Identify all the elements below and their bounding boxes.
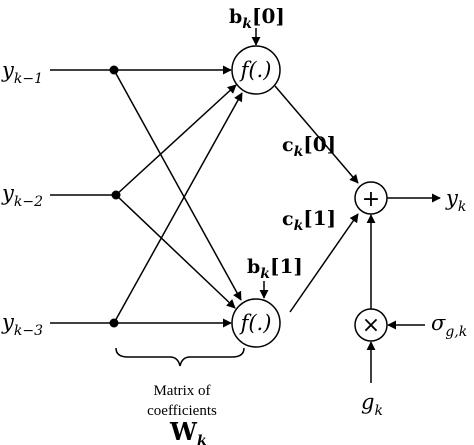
caption-matrix-label: Wk xyxy=(169,417,207,445)
input-label-3: yk−3 xyxy=(1,310,43,339)
gain-label: gk xyxy=(361,390,383,419)
weight-bottom-label: ck[1] xyxy=(282,206,336,234)
edge-bottom-to-summer xyxy=(289,213,359,313)
edge-y3-to-top xyxy=(113,92,243,324)
edge-y1-to-bottom xyxy=(113,69,242,301)
caption-line-2: coefficients xyxy=(147,403,217,419)
output-label: yk xyxy=(445,186,466,215)
input-label-1: yk−1 xyxy=(1,58,43,87)
bias-bottom-label: bk[1] xyxy=(247,254,303,282)
matrix-brace xyxy=(115,347,245,367)
neuron-bottom xyxy=(231,298,281,348)
summer-symbol: + xyxy=(362,187,380,212)
neuron-top-label: f(.) xyxy=(239,58,272,82)
caption-line-1: Matrix of xyxy=(153,383,210,399)
edge-y2-to-bottom xyxy=(115,194,236,309)
bias-top-label: bk[0] xyxy=(229,4,285,32)
neuron-bottom-label: f(.) xyxy=(239,311,272,335)
multiplier-symbol: × xyxy=(362,313,380,338)
edge-top-to-summer xyxy=(274,85,359,184)
sigma-label: σg,k xyxy=(431,311,467,340)
input-label-2: yk−2 xyxy=(1,181,43,210)
edge-y2-to-top xyxy=(115,84,237,196)
neuron-top xyxy=(231,45,281,95)
weight-top-label: ck[0] xyxy=(282,132,336,160)
